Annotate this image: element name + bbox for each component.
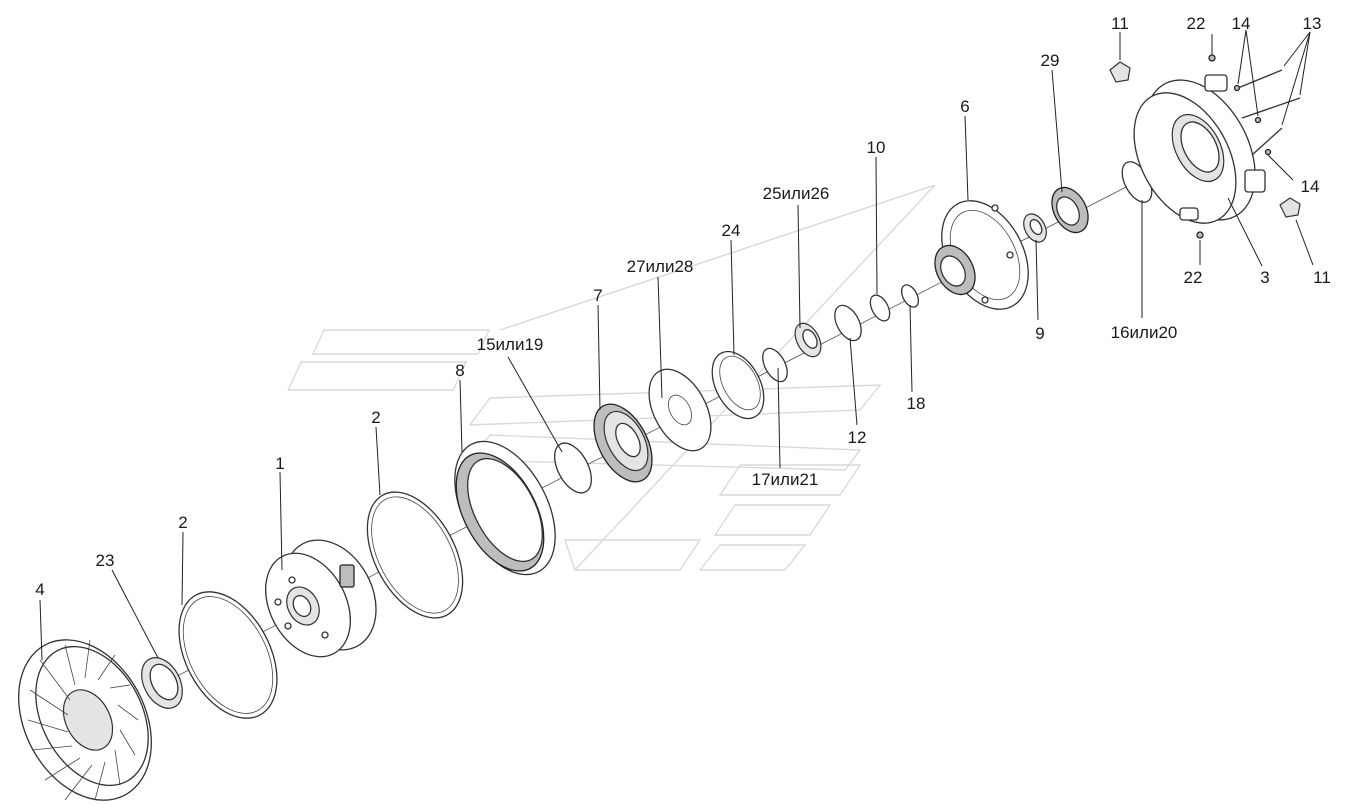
pin-22-top — [1208, 54, 1216, 62]
callout-18: 18 — [907, 394, 926, 413]
callout-22-bottom: 22 — [1184, 268, 1203, 287]
callout-29: 29 — [1041, 51, 1060, 70]
callout-25-26: 25или26 — [763, 184, 830, 203]
bearing-9 — [1023, 213, 1047, 243]
retaining-ring-15-19 — [554, 442, 592, 494]
ring-10 — [869, 294, 891, 322]
rear-housing-3 — [1133, 74, 1266, 224]
planetary-gear-7 — [593, 403, 653, 483]
bearing-29 — [1051, 186, 1089, 234]
callout-10: 10 — [867, 138, 886, 157]
callout-11-top: 11 — [1111, 14, 1129, 33]
bolts-13 — [1237, 69, 1301, 156]
seal-ring-23 — [141, 657, 183, 709]
callout-27-28: 27или28 — [627, 257, 694, 276]
callout-14-bottom: 14 — [1301, 177, 1320, 196]
callout-6: 6 — [960, 97, 969, 116]
callout-24: 24 — [722, 221, 741, 240]
callout-14-top: 14 — [1232, 14, 1251, 33]
pin-22-bottom — [1196, 231, 1204, 239]
callout-11-bottom: 11 — [1313, 268, 1331, 287]
callout-9: 9 — [1035, 324, 1044, 343]
ring-gear-8 — [454, 440, 556, 576]
callout-2-right: 2 — [371, 408, 380, 427]
callout-2-left: 2 — [178, 513, 187, 532]
plug-11-bottom — [1279, 197, 1301, 218]
gasket-2-left — [178, 591, 278, 719]
housing-cover-1 — [265, 539, 377, 658]
callout-22-top: 22 — [1187, 14, 1206, 33]
callout-8: 8 — [455, 361, 464, 380]
callout-1: 1 — [275, 454, 284, 473]
callout-16-20: 16или20 — [1111, 323, 1178, 342]
callout-17-21: 17или21 — [752, 470, 819, 489]
bushing-25-26 — [794, 322, 822, 358]
leader-lines — [39, 29, 1314, 661]
hub-6 — [934, 200, 1029, 310]
ring-18 — [900, 284, 920, 308]
thrust-washer-27-28 — [648, 368, 712, 452]
callout-23: 23 — [96, 551, 115, 570]
plug-11-top — [1109, 61, 1131, 83]
o-ring-12 — [834, 304, 862, 342]
washers-14 — [1233, 84, 1272, 156]
gasket-2-right — [366, 491, 464, 619]
callout-labels: 1 2 2 3 4 6 7 8 9 10 11 11 12 13 14 14 1… — [35, 14, 1331, 599]
snap-ring-17-21 — [762, 347, 788, 383]
fan-impeller — [18, 639, 152, 801]
callout-13: 13 — [1303, 14, 1322, 33]
callout-15-19: 15или19 — [477, 335, 544, 354]
ring-24 — [711, 350, 765, 420]
callout-3: 3 — [1260, 268, 1269, 287]
callout-7: 7 — [593, 286, 602, 305]
callout-4: 4 — [35, 580, 44, 599]
callout-12: 12 — [848, 428, 867, 447]
